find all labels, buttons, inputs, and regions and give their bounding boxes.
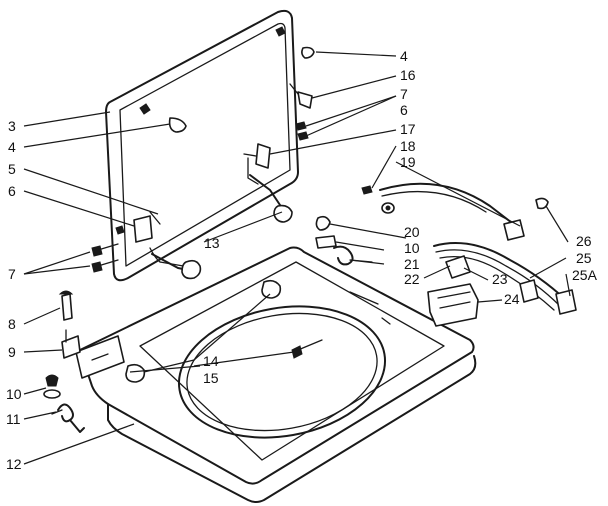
- callout-6: 6: [400, 102, 408, 118]
- callout-26: 26: [576, 233, 592, 249]
- callout-20: 20: [404, 224, 420, 240]
- left-screws: [91, 243, 119, 273]
- callout-7: 7: [400, 86, 408, 102]
- callout-25: 25: [576, 250, 592, 266]
- switch-small-parts: [315, 215, 373, 266]
- part-24-switch: [427, 283, 479, 327]
- callout-22: 22: [404, 271, 420, 287]
- callout-12: 12: [6, 456, 22, 472]
- callout-14: 14: [203, 353, 219, 369]
- washer-top: [79, 246, 477, 503]
- part-11-spring: [51, 403, 85, 433]
- part-8-screw: [58, 290, 74, 321]
- callout-13: 13: [204, 235, 220, 251]
- callout-18: 18: [400, 138, 416, 154]
- center-screw: [291, 339, 323, 359]
- lid-rod: [151, 157, 293, 280]
- callout-16: 16: [400, 67, 416, 83]
- callout-3: 3: [8, 118, 16, 134]
- leader-lines: [23, 51, 571, 465]
- hinge-bosses: [75, 279, 282, 383]
- callout-6: 6: [8, 183, 16, 199]
- callout-7: 7: [8, 266, 16, 282]
- callout-15: 15: [203, 370, 219, 386]
- lid-brackets: [115, 83, 313, 243]
- callout-24: 24: [504, 291, 520, 307]
- lid-bumpers: [139, 26, 315, 133]
- part-10-knob: [43, 374, 61, 399]
- callout-11: 11: [6, 411, 21, 427]
- part-9-clip: [61, 329, 81, 359]
- callout-21: 21: [404, 256, 420, 272]
- lid-frame: [105, 9, 299, 282]
- callout-4: 4: [8, 139, 16, 155]
- callout-8: 8: [8, 316, 16, 332]
- callout-5: 5: [8, 161, 16, 177]
- part-18-washer: [381, 202, 395, 214]
- callout-17: 17: [400, 121, 416, 137]
- callout-labels: 3 4 4 5 6 6 7 7 8 9 10 10 11 12 13 14 15…: [6, 48, 598, 472]
- callout-23: 23: [492, 271, 508, 287]
- callout-10: 10: [6, 386, 22, 402]
- callout-9: 9: [8, 344, 16, 360]
- callout-4: 4: [400, 48, 408, 64]
- callout-10: 10: [404, 240, 420, 256]
- callout-25a: 25A: [572, 267, 598, 283]
- part-26-washer: [535, 197, 549, 210]
- callout-19: 19: [400, 154, 416, 170]
